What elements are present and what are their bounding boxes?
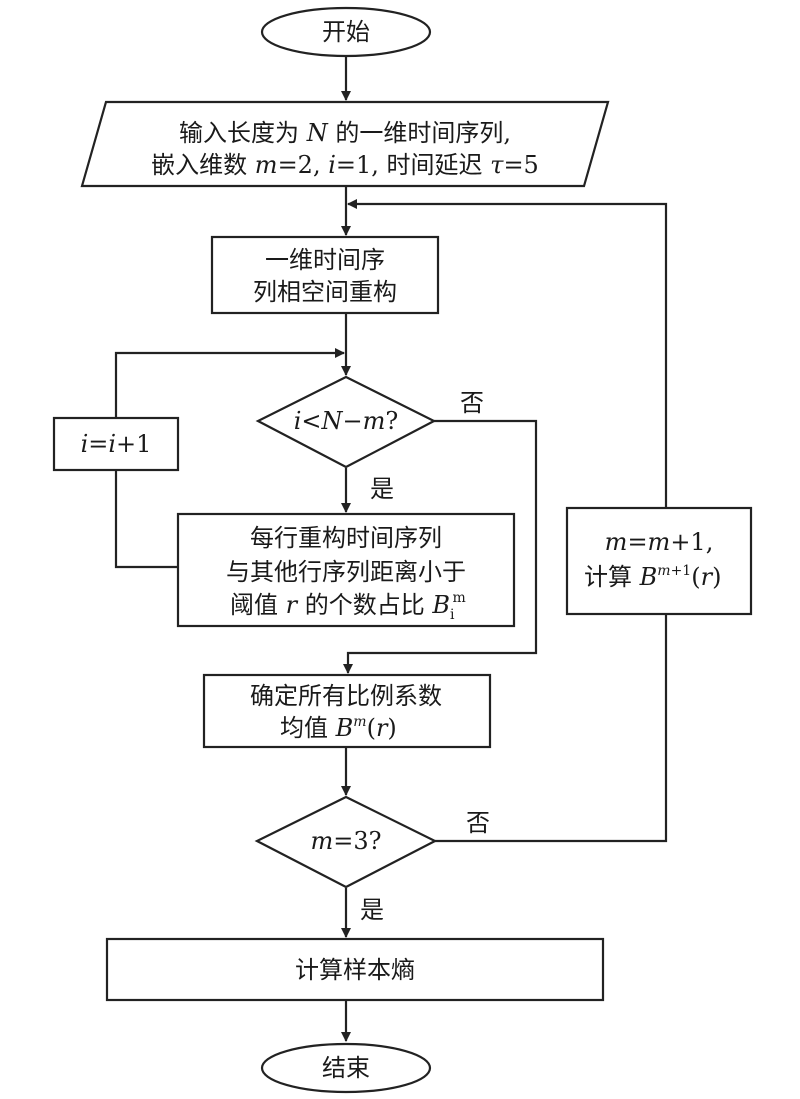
reconstruct-line2: 列相空间重构 bbox=[253, 278, 397, 306]
input-line2: 嵌入维数 m=2, i=1, 时间延迟 τ=5 bbox=[151, 151, 539, 179]
decision1-label: i<N−m? bbox=[294, 407, 399, 435]
ratio-line1: 每行重构时间序列 bbox=[250, 524, 442, 552]
update-m-process bbox=[565, 506, 753, 616]
edge-update-back-to-top bbox=[347, 199, 668, 508]
input-parallelogram bbox=[80, 100, 610, 188]
input-line1: 输入长度为 N 的一维时间序列, bbox=[179, 119, 511, 147]
increment-i-process bbox=[52, 416, 180, 472]
increment-label: i=i+1 bbox=[81, 430, 152, 458]
ratio-line2: 与其他行序列距离小于 bbox=[226, 558, 466, 586]
mean-process bbox=[202, 673, 492, 749]
ratio-line3: 阈值 r 的个数占比 Bim bbox=[230, 590, 466, 623]
edge-decision2-no bbox=[435, 614, 668, 843]
update-line2: 计算 Bm+1(r) bbox=[584, 563, 721, 591]
compute-sample-entropy-process bbox=[105, 937, 605, 1002]
edge-ratio-to-increment bbox=[114, 471, 178, 569]
decision-m-eq-3 bbox=[254, 795, 438, 889]
reconstruct-line1: 一维时间序 bbox=[265, 246, 385, 274]
edge-decision1-no bbox=[343, 419, 538, 674]
decision-i-lt-n-minus-m bbox=[255, 375, 437, 469]
start-label: 开始 bbox=[322, 18, 370, 46]
decision1-yes-label: 是 bbox=[370, 475, 394, 503]
start-terminal bbox=[260, 6, 432, 58]
decision2-no-label: 否 bbox=[466, 809, 490, 837]
compute-label: 计算样本熵 bbox=[295, 956, 415, 984]
end-label: 结束 bbox=[322, 1054, 370, 1082]
ratio-process bbox=[176, 512, 516, 628]
decision2-yes-label: 是 bbox=[360, 896, 384, 924]
decision1-no-label: 否 bbox=[460, 389, 484, 417]
decision2-label: m=3? bbox=[310, 827, 381, 855]
reconstruct-process bbox=[210, 235, 440, 315]
mean-line1: 确定所有比例系数 bbox=[250, 682, 442, 710]
edge-increment-back-to-loop bbox=[114, 348, 345, 418]
end-terminal bbox=[260, 1042, 432, 1094]
update-line1: m=m+1, bbox=[605, 528, 714, 556]
mean-line2: 均值 Bm(r) bbox=[280, 714, 397, 742]
